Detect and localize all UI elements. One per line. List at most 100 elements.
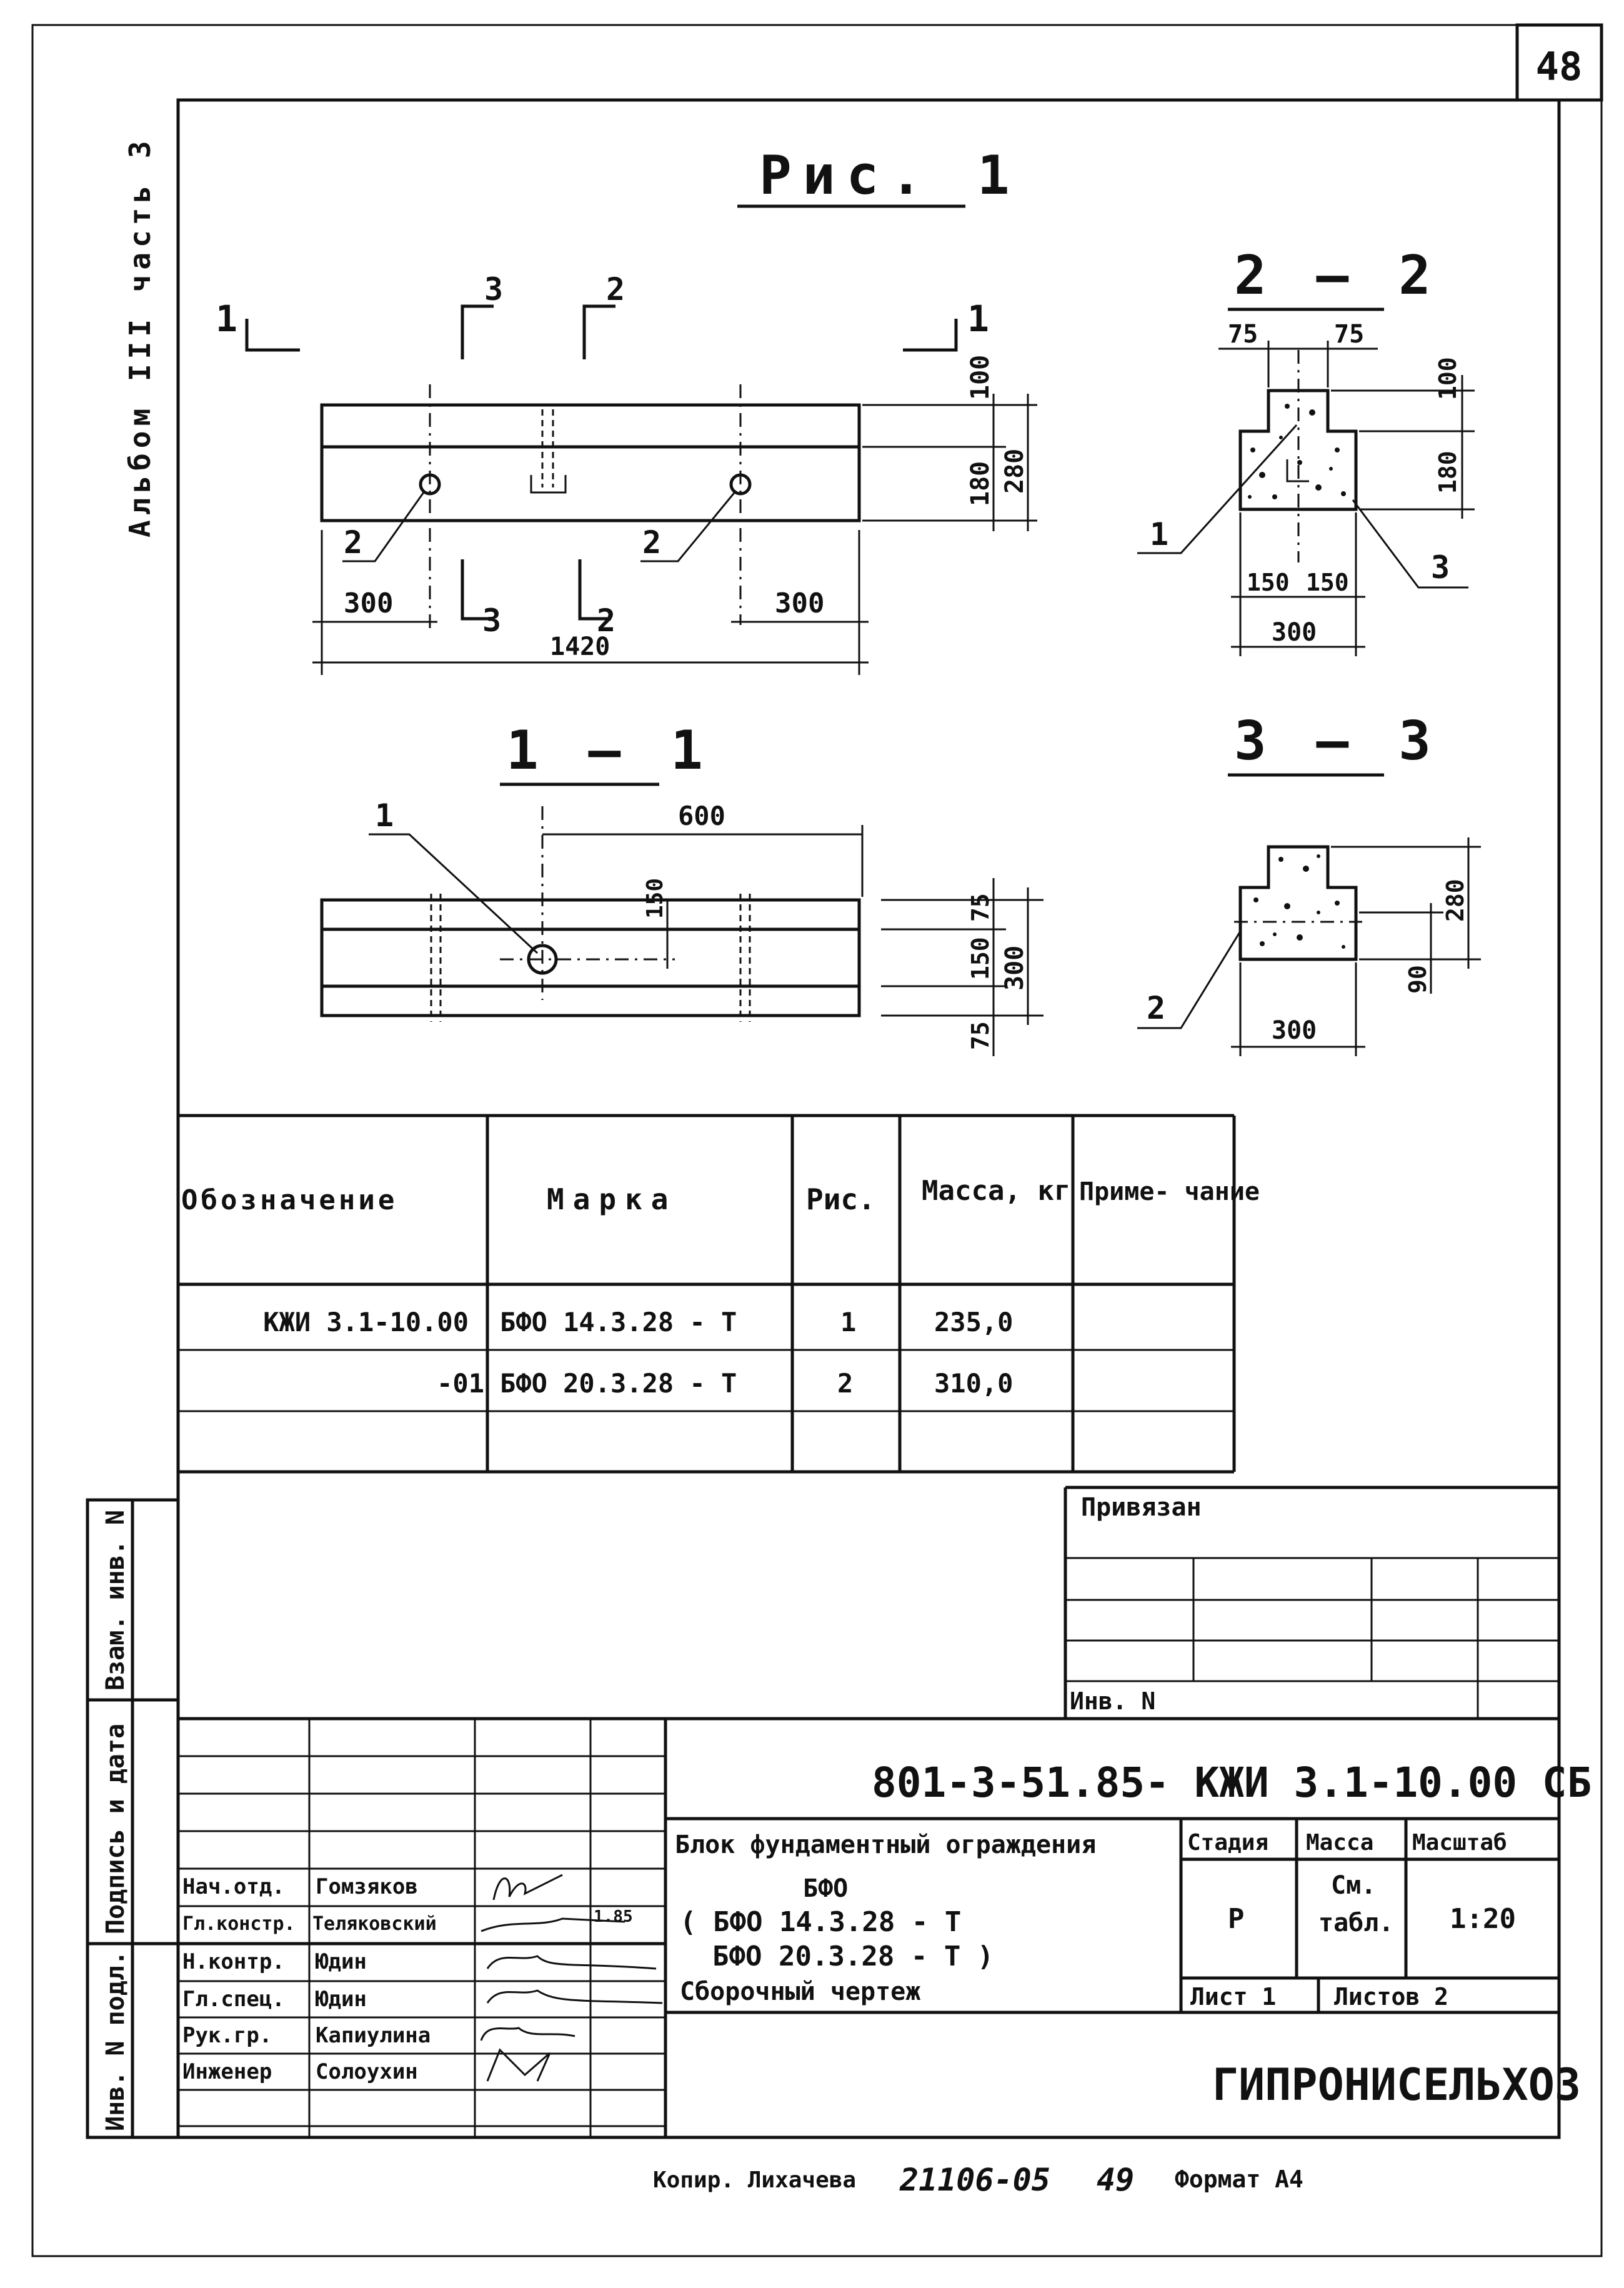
sec2-dim-150-right: 150 — [1306, 569, 1349, 596]
callout-2-right — [640, 490, 737, 562]
tee-section-2 — [1238, 389, 1358, 511]
cut-marker-1-left — [245, 319, 300, 352]
mass-label: Масса — [1306, 1830, 1373, 1856]
sig-name-6: Солоухин — [316, 2059, 418, 2084]
footer-page: 49 — [1097, 2162, 1134, 2198]
inv-no-label: Инв. N — [1070, 1687, 1155, 1715]
cut-marker-2-top — [582, 304, 615, 359]
sec2-callout-3 — [1352, 499, 1468, 589]
cut-1-left-label: 1 — [216, 297, 237, 340]
signature-date: 1.85 — [594, 1907, 633, 1926]
cut-1-right-label: 1 — [967, 297, 989, 340]
stamp-original-inv: Инв. N подл. — [101, 1951, 130, 2131]
concrete-hatch-2 — [1248, 404, 1346, 499]
dim-280: 280 — [1000, 449, 1029, 494]
section-2-2: 2 — 2 75 75 100 180 150 150 300 — [1137, 244, 1475, 656]
front-elevation: 1 1 3 2 3 2 2 2 300 300 1420 100 180 280 — [216, 271, 1037, 675]
sec2-dim-150-left: 150 — [1247, 569, 1290, 596]
sig-role-4: Гл.спец. — [182, 1987, 285, 2012]
sheet-number: Лист 1 — [1190, 1983, 1276, 2011]
footer-copied-by: Копир. Лихачева — [653, 2167, 856, 2193]
footer: Копир. Лихачева 21106-05 49 Формат А4 — [653, 2162, 1303, 2198]
sec2-callout-3-label: 3 — [1431, 549, 1450, 586]
plan-callout-1-label: 1 — [375, 797, 394, 834]
stage-value: Р — [1228, 1903, 1245, 1935]
sig-name-5: Капиулина — [316, 2023, 431, 2048]
callout-2-left — [342, 490, 426, 562]
sig-role-3: Н.контр. — [182, 1949, 285, 1974]
sec2-dim-100: 100 — [1434, 357, 1462, 400]
spec-row1-mark: БФО 14.3.28 - Т — [500, 1307, 737, 1337]
spec-header-figure: Рис. — [806, 1182, 875, 1216]
section-1-1: 1 — 1 150 600 1 75 150 75 300 — [320, 719, 1044, 1056]
sig-role-6: Инженер — [182, 2059, 272, 2084]
spec-row2-figure: 2 — [837, 1368, 853, 1399]
plan-dim-75-bottom: 75 — [967, 1021, 994, 1050]
section-1-title: 1 — 1 — [506, 719, 712, 782]
sig-name-2: Теляковский — [312, 1913, 437, 1935]
page-number: 48 — [1536, 44, 1583, 89]
cut-3-top-label: 3 — [484, 271, 503, 307]
title-line-5: Сборочный чертеж — [680, 1977, 920, 2006]
handwritten-signatures — [480, 1874, 663, 2082]
section-3-title: 3 — 3 — [1234, 710, 1440, 772]
outer-border — [31, 24, 1603, 2257]
spec-row2-designation: -01 — [437, 1368, 484, 1399]
side-stamp-strip: Взам. инв. N Подпись и дата Инв. N подл. — [86, 1498, 180, 2139]
title-line-1: Блок фундаментный ограждения — [675, 1831, 1096, 1859]
sec3-callout-2 — [1137, 931, 1242, 1029]
cut-marker-3-top — [461, 304, 494, 359]
title-line-4: БФО 20.3.28 - Т ) — [712, 1941, 994, 1972]
anchor-part — [530, 475, 567, 494]
cut-2-bottom-label: 2 — [597, 602, 615, 639]
plan-callout-1 — [369, 833, 539, 954]
callout-2-right-label: 2 — [642, 524, 661, 561]
section-2-title: 2 — 2 — [1234, 244, 1440, 307]
document-code: 801-3-51.85- КЖИ 3.1-10.00 СБ — [872, 1759, 1592, 1807]
spec-row2-mass: 310,0 — [934, 1368, 1013, 1399]
cut-marker-3-bottom — [461, 559, 494, 621]
page-number-box — [1515, 23, 1603, 102]
privyazan-block: Привязан Инв. N — [1064, 1486, 1559, 1719]
spec-header-note: Приме- чание — [1079, 1177, 1260, 1206]
sig-role-1: Нач.отд. — [182, 1874, 285, 1899]
sec3-dim-300: 300 — [1272, 1016, 1317, 1045]
sec2-callout-1 — [1137, 424, 1298, 554]
plan-dim-75-top: 75 — [967, 893, 994, 922]
mass-value-line1: См. — [1331, 1871, 1376, 1900]
spec-header-mass: Масса, кг — [922, 1175, 1070, 1207]
spec-header-designation: Обозначение — [181, 1184, 397, 1216]
footer-format: Формат А4 — [1175, 2166, 1303, 2193]
spec-table: Обозначение Марка Рис. Масса, кг Приме- … — [178, 1114, 1260, 1474]
plan-dim-150-vertical: 150 — [642, 878, 668, 919]
cut-marker-2-bottom — [578, 559, 611, 621]
sec2-callout-1-label: 1 — [1150, 516, 1168, 552]
mass-value-line2: табл. — [1318, 1909, 1393, 1937]
dim-1420: 1420 — [550, 632, 610, 661]
sig-name-4: Юдин — [316, 1987, 367, 2012]
sec2-dim-180: 180 — [1434, 451, 1462, 494]
tee-section-3 — [1238, 845, 1358, 961]
section-3-3: 3 — 3 280 90 300 2 — [1137, 710, 1481, 1056]
sec3-dim-280: 280 — [1442, 879, 1469, 922]
figure-title: Рис. 1 — [759, 144, 1021, 207]
dim-100: 100 — [966, 355, 995, 400]
concrete-hatch-3 — [1253, 854, 1345, 949]
organization-name: ГИПРОНИСЕЛЬХОЗ — [1212, 2059, 1581, 2111]
sec3-dim-90: 90 — [1404, 965, 1432, 994]
spec-row2-mark: БФО 20.3.28 - Т — [500, 1368, 737, 1399]
footer-order-number: 21106-05 — [899, 2162, 1050, 2198]
dim-75-left: 75 — [1228, 320, 1258, 349]
privyazan-label: Привязан — [1081, 1493, 1202, 1522]
side-album-label: Альбом III часть 3 — [123, 136, 157, 538]
plan-outline — [320, 898, 861, 1017]
scale-label: Масштаб — [1412, 1830, 1507, 1856]
dim-180: 180 — [966, 461, 995, 506]
plan-dim-300: 300 — [1000, 946, 1029, 991]
dim-300-right: 300 — [775, 587, 824, 619]
dim-300-left: 300 — [344, 587, 393, 619]
cut-marker-1-right — [903, 319, 958, 352]
stage-label: Стадия — [1187, 1830, 1268, 1856]
sec2-dim-300: 300 — [1272, 618, 1317, 647]
